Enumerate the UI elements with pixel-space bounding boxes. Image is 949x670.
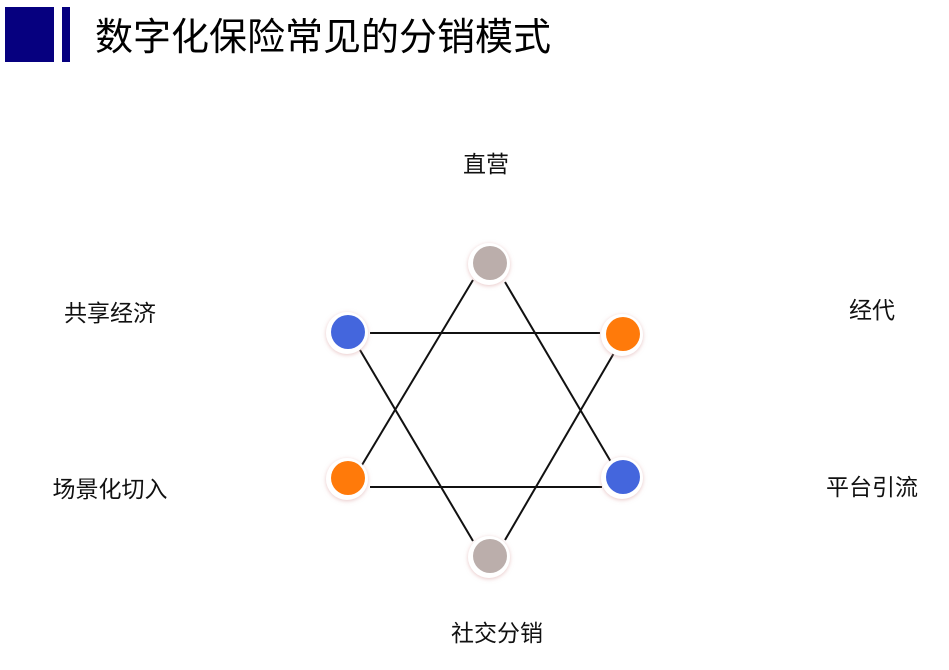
line-top-to-bottom-left [361, 279, 474, 466]
label-scenario-entry: 场景化切入 [52, 477, 168, 503]
label-direct-sales: 直营 [463, 152, 509, 178]
line-top-left-to-bottom [359, 349, 474, 542]
node-bottom-fill [473, 539, 507, 573]
node-top-fill [473, 246, 507, 280]
title-accent-square [5, 7, 54, 62]
node-bottom-left-fill [331, 461, 365, 495]
title-accent-bar [62, 7, 70, 62]
node-top-left-fill [331, 315, 365, 349]
label-sharing-economy: 共享经济 [64, 301, 156, 327]
node-bottom-right-fill [606, 460, 640, 494]
page-title: 数字化保险常见的分销模式 [95, 15, 552, 59]
label-social-distribution: 社交分销 [451, 621, 543, 647]
label-agency: 经代 [849, 298, 895, 324]
node-top-right-fill [606, 317, 640, 351]
line-top-right-to-bottom [504, 352, 615, 541]
line-top-to-bottom-right [504, 281, 612, 463]
label-platform-traffic: 平台引流 [826, 475, 918, 501]
